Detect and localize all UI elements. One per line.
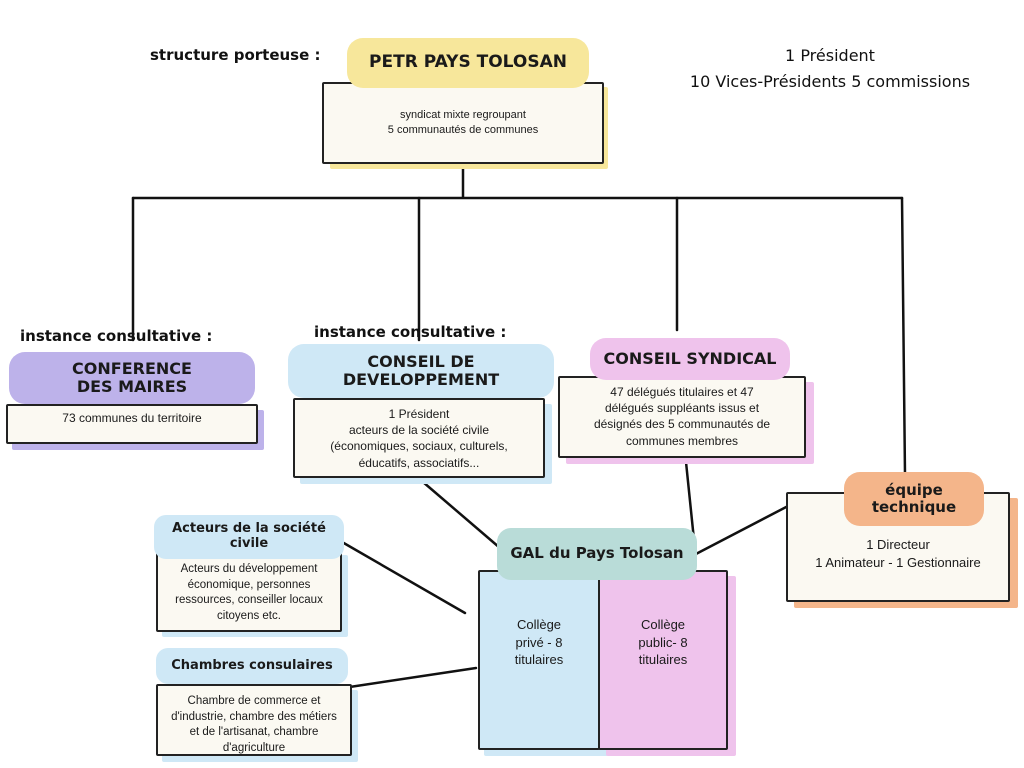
vice-presidents-commissions: 10 Vices-Présidents 5 commissions [689,72,971,91]
president-count: 1 Président [785,46,875,65]
conference-description-card: 73 communes du territoire [6,404,258,444]
conseil-syndical-title: CONSEIL SYNDICAL [590,338,790,380]
gal-college-prive: Collège privé - 8 titulaires [478,570,600,750]
gal-title: GAL du Pays Tolosan [497,528,697,580]
acteurs-description-card: Acteurs du développement économique, per… [156,550,342,632]
conference-instance-label: instance consultative : [20,327,213,345]
acteurs-title: Acteurs de la société civile [154,515,344,559]
equipe-title: équipe technique [844,472,984,526]
conference-title: CONFERENCE DES MAIRES [9,352,255,404]
chambres-description-card: Chambre de commerce et d'industrie, cham… [156,684,352,756]
conseil-syndical-description-card: 47 délégués titulaires et 47 délégués su… [558,376,806,458]
chambres-title: Chambres consulaires [156,648,348,684]
petr-description-card: syndicat mixte regroupant 5 communautés … [322,82,604,164]
structure-porteuse-label: structure porteuse : [150,46,321,64]
conseil-dev-title: CONSEIL DE DEVELOPPEMENT [288,344,554,398]
conseil-dev-description-card: 1 Président acteurs de la société civile… [293,398,545,478]
conseil-dev-instance-label: instance consultative : [314,323,507,341]
gal-college-public: Collège public- 8 titulaires [598,570,728,750]
petr-title: PETR PAYS TOLOSAN [347,38,589,88]
